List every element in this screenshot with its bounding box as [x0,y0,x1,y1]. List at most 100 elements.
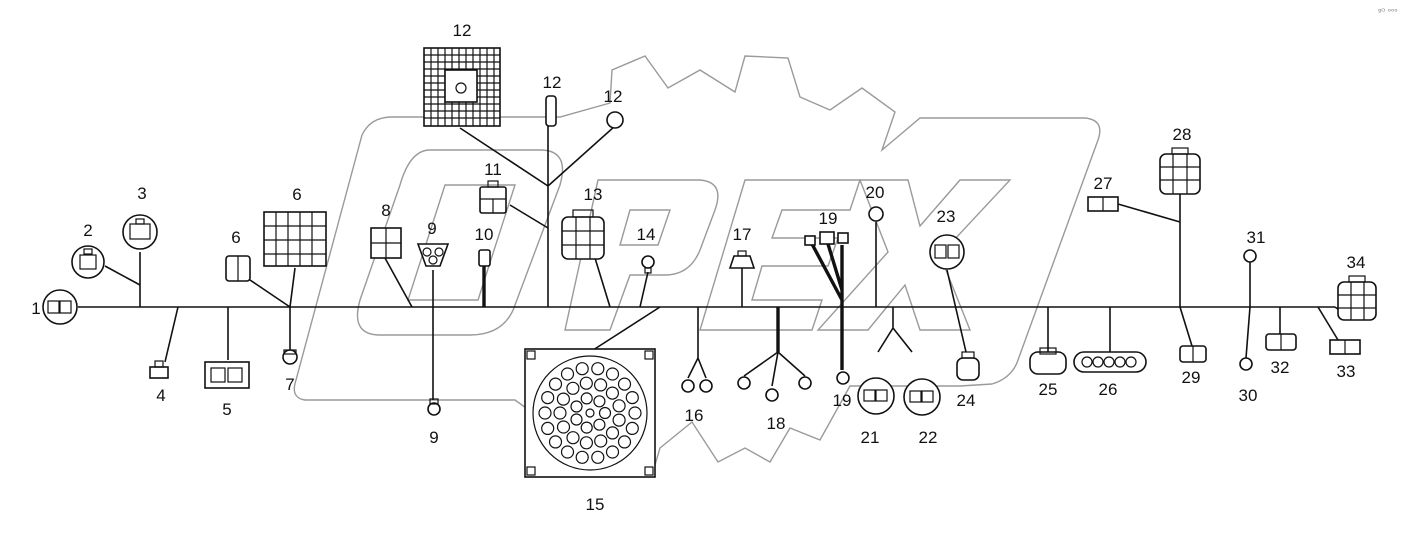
label-24: 24 [957,391,976,410]
wires-to-27-28 [1117,194,1181,307]
wire-to-2 [104,265,141,286]
connector-15-pin [538,406,552,420]
connector-15-pin [579,436,594,450]
connector-15-pin [593,418,606,431]
part-labels: 1 2 3 4 5 6 6 7 8 9 9 10 11 12 12 12 13 … [31,7,1397,514]
wires-to-19 [810,243,844,370]
connector-15-pin [598,406,612,420]
label-10: 10 [475,225,494,244]
wire-to-8 [384,257,413,308]
connector-4 [149,360,169,379]
connector-15-pin [605,386,620,400]
connector-25 [1029,347,1067,375]
label-12-tube: 12 [543,73,562,92]
connector-15-pin [605,426,620,440]
connector-15-pin [612,413,626,427]
label-3: 3 [137,184,146,203]
connector-8 [370,227,402,259]
label-30: 30 [1239,386,1258,405]
connector-15-pin [570,400,583,413]
connector-15-pin [541,391,555,405]
connector-16 [681,379,713,393]
label-18: 18 [767,414,786,433]
label-23: 23 [937,207,956,226]
label-12-grid: 12 [453,21,472,40]
connector-15-pin [628,406,642,420]
connector-23 [929,234,965,270]
label-21: 21 [861,428,880,447]
connector-15-pin [575,362,589,376]
wires-to-30-31 [1245,262,1251,359]
connector-15-pin [560,367,575,381]
connector-15-pin [594,434,608,448]
label-34: 34 [1347,253,1366,272]
wires-to-13-14 [594,257,649,308]
connector-21 [857,377,895,415]
label-26: 26 [1099,380,1118,399]
connector-1 [42,289,78,325]
connector-33 [1329,339,1361,355]
watermark-gear-outline [293,55,1101,476]
label-4: 4 [156,386,165,405]
wires-to-11-12 [459,125,616,307]
label-20: 20 [866,183,885,202]
connector-15-pin [579,376,593,390]
connector-18 [737,376,812,402]
watermark-x [816,179,1012,331]
connector-15-pin [560,445,575,459]
connector-15-pin [605,445,620,459]
connector-12-tube [545,95,557,127]
label-16: 16 [685,406,704,425]
label-19-top: 19 [819,209,838,228]
connector-15-pin [593,395,606,408]
connector-19-bottom [836,371,850,385]
wire-to-4 [164,306,179,363]
connector-15-pin [605,367,620,381]
connector-22 [903,378,941,416]
wire-to-24 [946,269,967,353]
connector-9-bottom [427,398,441,416]
label-5: 5 [222,400,231,419]
connector-17 [728,250,756,269]
label-8: 8 [381,201,390,220]
watermark [293,55,1101,476]
wires-to-16 [687,307,707,379]
corner-mark: ᵍᴼ ᵒᵒᵒ [1378,7,1398,16]
label-25: 25 [1039,380,1058,399]
label-1: 1 [31,299,40,318]
watermark-p [564,179,719,331]
label-9-bottom: 9 [429,428,438,447]
watermark-e [699,179,861,331]
label-7: 7 [285,375,294,394]
connector-34 [1337,275,1377,321]
connector-19-top [804,231,849,246]
label-2: 2 [83,221,92,240]
connector-12-small [606,111,624,129]
connector-14 [641,255,655,274]
watermark-o [356,149,564,336]
connector-30 [1239,357,1253,371]
label-28: 28 [1173,125,1192,144]
connector-15-pin [556,420,571,434]
connector-15-pin [566,431,580,445]
harness-wires [78,125,1351,400]
connector-24 [956,351,980,381]
connector-15-pin [556,392,571,406]
connector-3 [122,214,158,250]
connector-15-pin [580,392,593,405]
label-12-small: 12 [604,87,623,106]
connector-7 [282,349,298,365]
label-19-bottom: 19 [833,391,852,410]
connector-15-pin [553,406,567,420]
connector-9-top [416,243,450,267]
connector-15-pin [612,399,626,413]
connector-10 [478,249,491,267]
label-9-top: 9 [427,219,436,238]
connector-15-pin [591,450,605,464]
connector-6-large [263,211,327,267]
label-13: 13 [584,185,603,204]
connector-12-grid [423,47,501,127]
connector-11 [479,180,507,214]
connector-29 [1179,345,1207,363]
